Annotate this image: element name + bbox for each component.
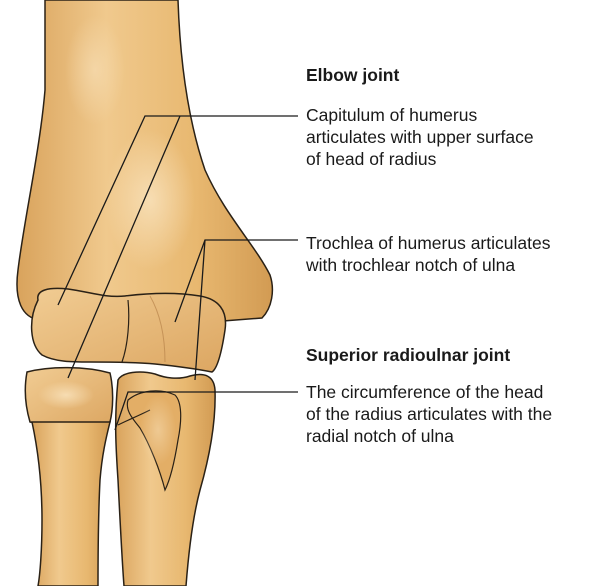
label-line: Trochlea of humerus articulates — [306, 232, 550, 254]
humerus — [17, 0, 272, 372]
radius-shaft — [32, 422, 110, 586]
capitulum-label: Capitulum of humerus articulates with up… — [306, 104, 534, 170]
label-line: of the radius articulates with the — [306, 403, 552, 425]
label-line: Capitulum of humerus — [306, 104, 534, 126]
elbow-joint-heading: Elbow joint — [306, 64, 399, 86]
superior-radioulnar-heading: Superior radioulnar joint — [306, 344, 510, 366]
label-line: articulates with upper surface — [306, 126, 534, 148]
label-line: The circumference of the head — [306, 381, 552, 403]
radius — [25, 368, 112, 586]
radioulnar-label: The circumference of the head of the rad… — [306, 381, 552, 447]
label-line: with trochlear notch of ulna — [306, 254, 550, 276]
trochlea-label: Trochlea of humerus articulates with tro… — [306, 232, 550, 276]
label-line: radial notch of ulna — [306, 425, 552, 447]
label-line: of head of radius — [306, 148, 534, 170]
ulna — [116, 372, 215, 586]
